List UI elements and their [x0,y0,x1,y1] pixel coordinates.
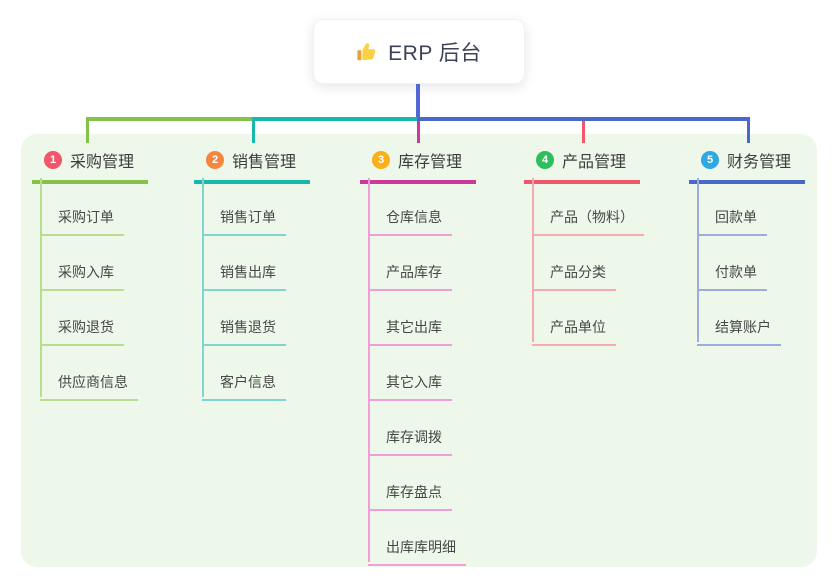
child-topic[interactable]: 出库库明细 [368,537,466,566]
connector-root-stem [416,84,420,118]
connector-horizontal-segment [252,117,419,121]
priority-badge: 5 [701,151,719,169]
priority-badge: 1 [44,151,62,169]
branch-topic[interactable]: 1 采购管理 [32,148,148,184]
child-topic[interactable]: 销售订单 [202,207,286,236]
connector-children-spine [697,178,699,342]
connector-children-spine [532,178,534,342]
child-topic[interactable]: 产品单位 [532,317,616,346]
connector-drop [747,121,750,143]
priority-badge: 3 [372,151,390,169]
connector-drop [582,121,585,143]
branch-topic-label: 财务管理 [727,154,792,171]
child-topic[interactable]: 销售出库 [202,262,286,291]
branch-topic[interactable]: 4 产品管理 [524,148,640,184]
branch-topic-label: 产品管理 [562,154,627,171]
connector-children-spine [202,178,204,397]
branch-topic[interactable]: 2 销售管理 [194,148,310,184]
child-topic[interactable]: 采购退货 [40,317,124,346]
connector-drop [417,121,420,143]
child-topic[interactable]: 其它入库 [368,372,452,401]
child-topic[interactable]: 其它出库 [368,317,452,346]
child-topic[interactable]: 仓库信息 [368,207,452,236]
child-topic[interactable]: 付款单 [697,262,767,291]
child-topic[interactable]: 产品（物料） [532,207,644,236]
priority-badge: 4 [536,151,554,169]
child-topic[interactable]: 采购入库 [40,262,124,291]
root-node[interactable]: ERP 后台 [313,19,525,84]
root-node-label: ERP 后台 [388,41,482,65]
thumbs-up-icon [356,41,378,63]
child-topic[interactable]: 结算账户 [697,317,781,346]
branch-topic[interactable]: 5 财务管理 [689,148,805,184]
connector-horizontal-segment [417,117,750,121]
child-topic[interactable]: 采购订单 [40,207,124,236]
connector-drop [252,121,255,143]
child-topic[interactable]: 回款单 [697,207,767,236]
connector-drop [86,121,89,143]
child-topic[interactable]: 产品分类 [532,262,616,291]
child-topic[interactable]: 产品库存 [368,262,452,291]
child-topic[interactable]: 销售退货 [202,317,286,346]
branch-topic-label: 销售管理 [232,154,297,171]
mindmap-panel [21,134,817,567]
branch-topic-label: 采购管理 [70,154,135,171]
connector-children-spine [368,178,370,562]
branch-topic[interactable]: 3 库存管理 [360,148,476,184]
child-topic[interactable]: 库存盘点 [368,482,452,511]
priority-badge: 2 [206,151,224,169]
connector-horizontal-segment [86,117,254,121]
connector-children-spine [40,178,42,397]
branch-topic-label: 库存管理 [398,154,463,171]
child-topic[interactable]: 客户信息 [202,372,286,401]
child-topic[interactable]: 库存调拨 [368,427,452,456]
child-topic[interactable]: 供应商信息 [40,372,138,401]
